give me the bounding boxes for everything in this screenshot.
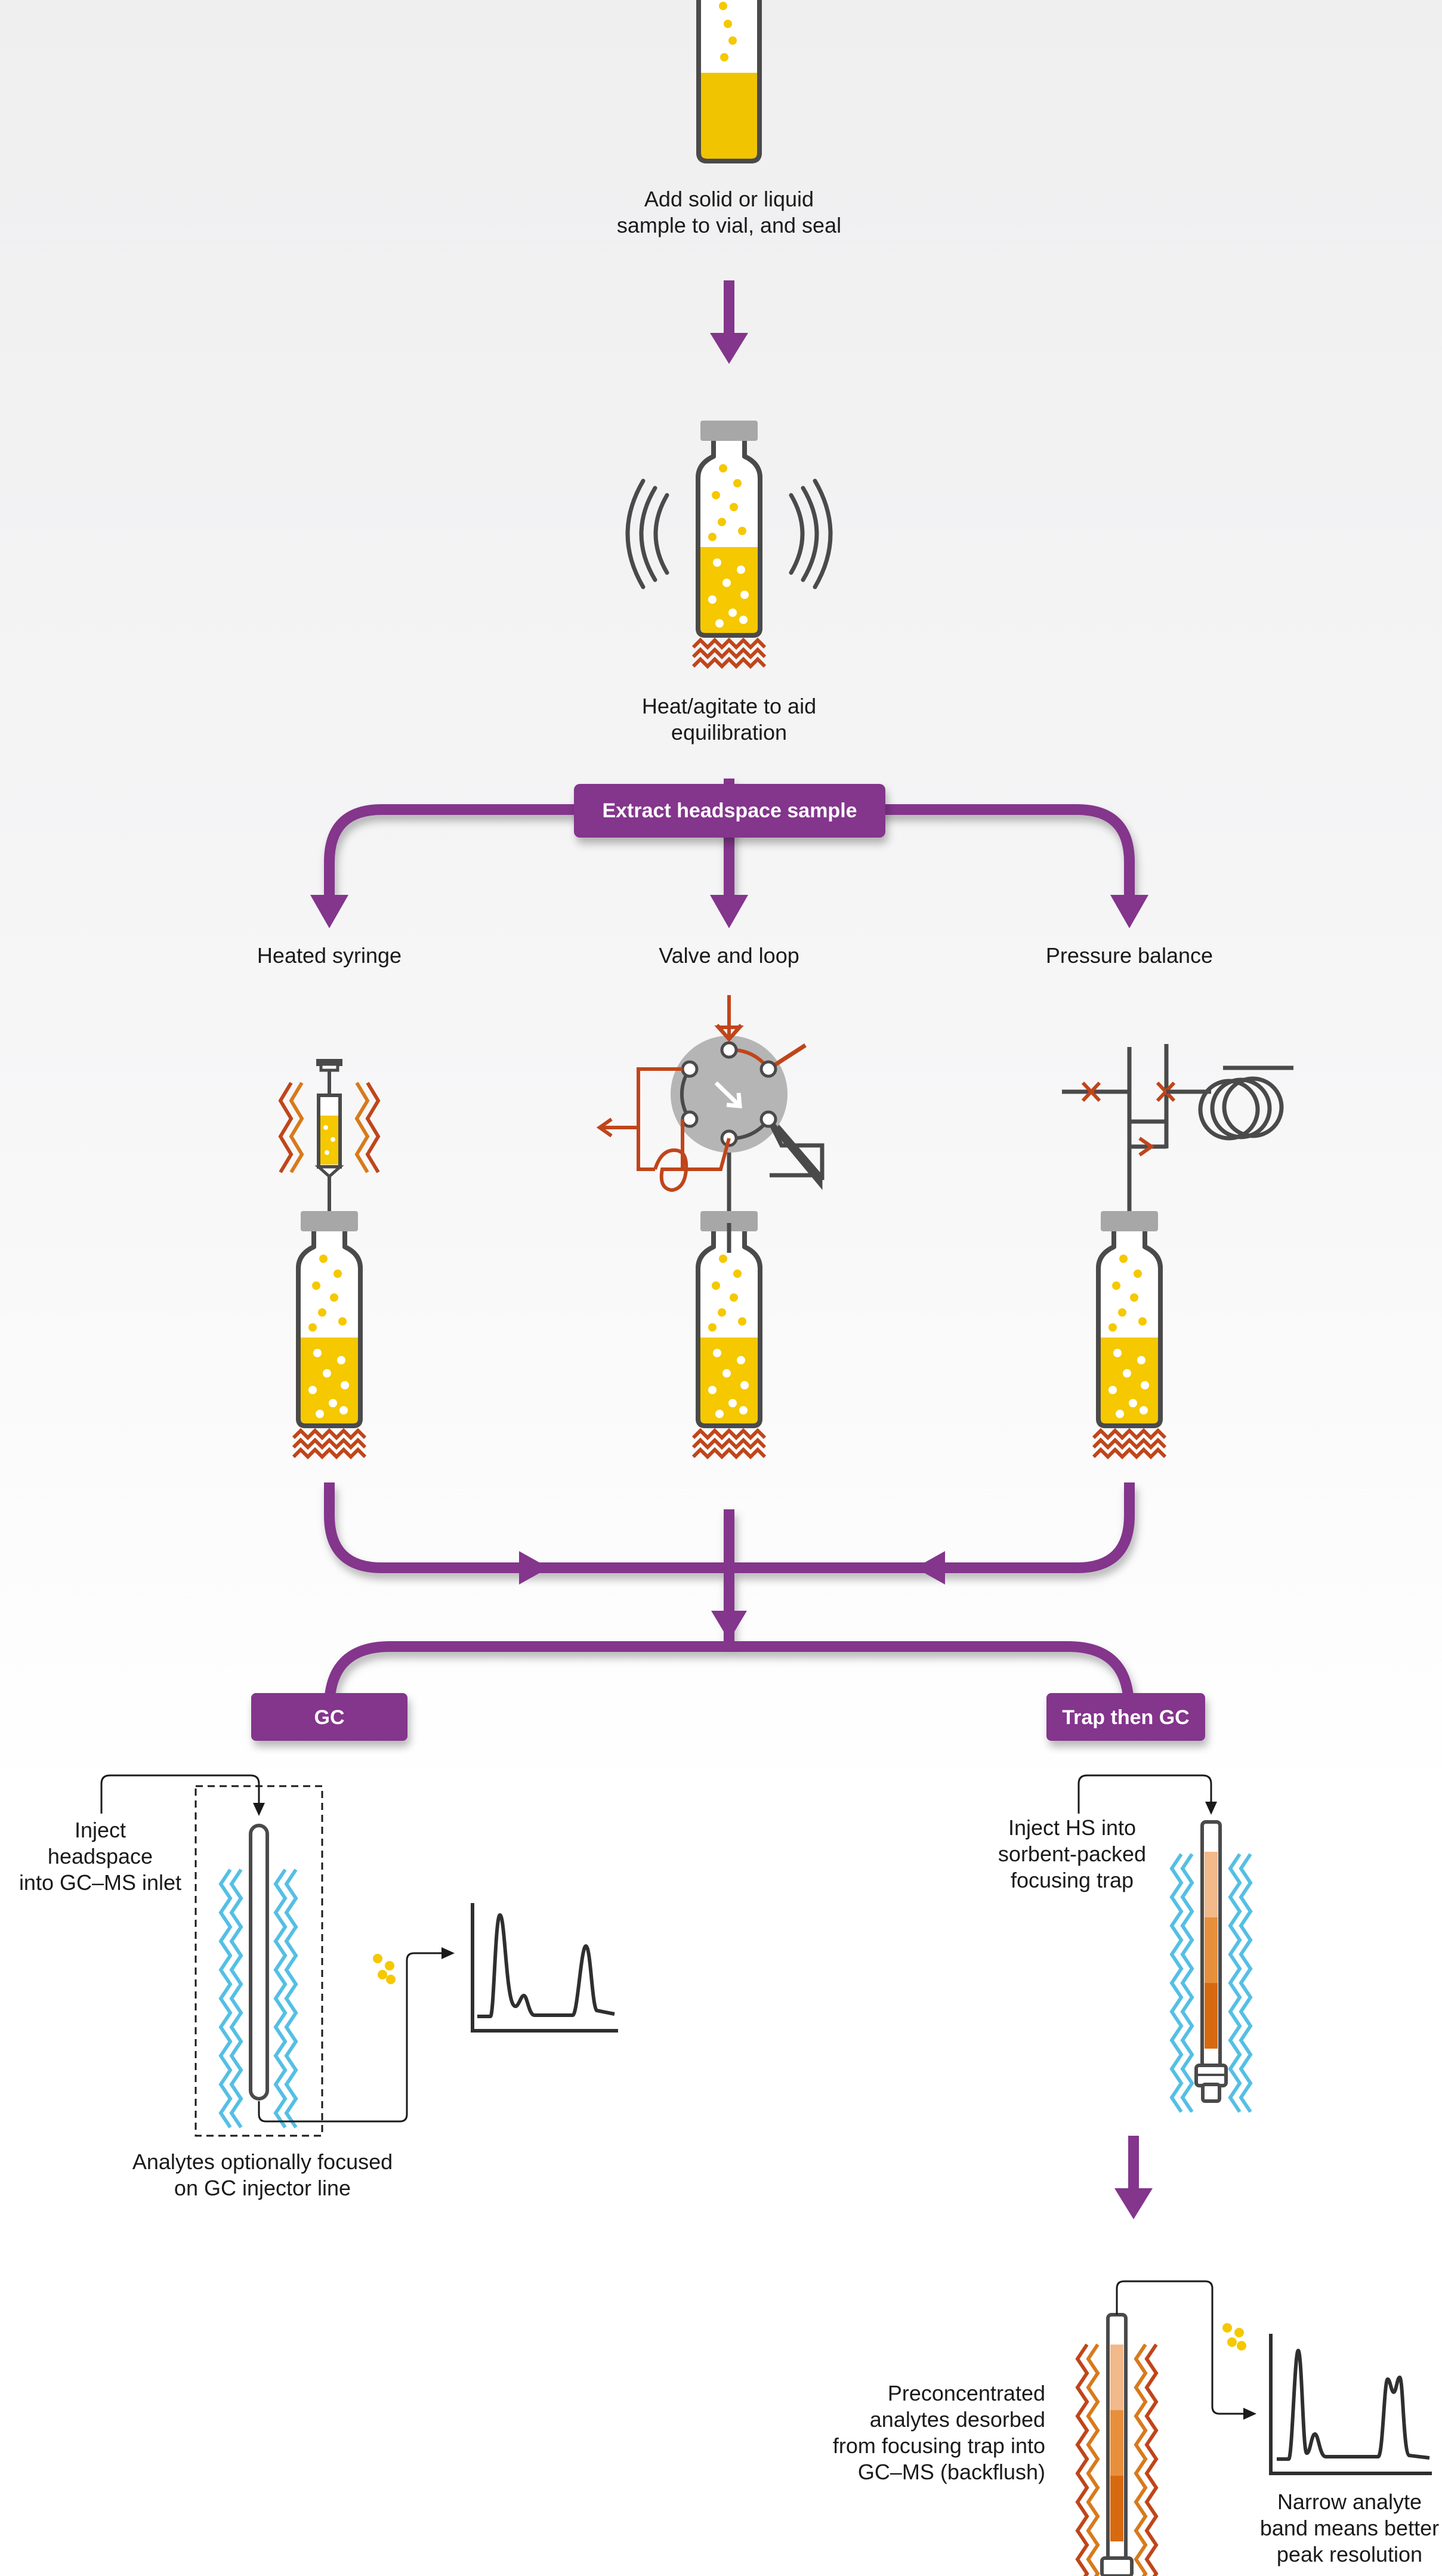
sample-vial-icon [696, 0, 762, 163]
syringe-method-vial-icon [298, 1211, 360, 1426]
gc-analyte-dots-icon [373, 1954, 396, 1984]
gc-column-icon [249, 1824, 269, 2101]
syringe-icon [314, 1059, 344, 1211]
method-label-heated-syringe: Heated syringe [257, 943, 402, 968]
gc-inject-arrowhead [253, 1803, 265, 1816]
method-label-pressure-balance: Pressure balance [1046, 943, 1213, 968]
sample-loop-icon [596, 1067, 731, 1193]
extract-headspace-pill-label: Extract headspace sample [602, 799, 857, 822]
merge-arrowheads [519, 1551, 945, 1641]
gc-focus-label-line1: Analytes optionally focused [132, 2149, 393, 2174]
gc-focus-region-box [194, 1785, 323, 2137]
trap-inject-label-line1: Inject HS into [1008, 1815, 1136, 1840]
gc-inject-label-line3: into GC–MS inlet [19, 1870, 181, 1895]
gc-inject-label-line2: headspace [48, 1844, 153, 1868]
gc-focus-label-line2: on GC injector line [174, 2176, 351, 2200]
valve-heater-zigzag-icon [693, 1431, 765, 1457]
syringe-heating-waves-icon [278, 1082, 381, 1173]
focusing-trap-icon [1194, 1820, 1228, 2103]
heater-zigzag-icon [693, 640, 765, 666]
down-arrow-1 [710, 280, 748, 364]
down-arrow-trap [1114, 2136, 1153, 2219]
desorb-label-line3: from focusing trap into [833, 2433, 1045, 2458]
desorb-label-line2: analytes desorbed [870, 2407, 1045, 2432]
desorb-label-line4: GC–MS (backflush) [858, 2460, 1045, 2484]
add-sample-label-line2: sample to vial, and seal [617, 213, 841, 237]
desorb-trap-icon [1100, 2313, 1134, 2576]
trap-inject-arrowhead [1205, 1802, 1217, 1815]
trap-inject-label-line3: focusing trap [1011, 1868, 1134, 1892]
merge-lines [324, 1482, 1135, 1718]
pressure-valve-markers [1081, 1081, 1176, 1157]
gc-output-connector [258, 1952, 443, 2123]
result-label-line3: peak resolution [1277, 2542, 1422, 2566]
desorb-output-arrowhead [1243, 2408, 1256, 2420]
heat-agitate-label-line1: Heat/agitate to aid [642, 694, 816, 718]
desorb-output-connector [1116, 2280, 1245, 2415]
trap-inject-connector [1077, 1774, 1212, 1814]
six-port-valve-icon [671, 995, 825, 1235]
extract-branch-arrowheads [310, 895, 1148, 928]
desorb-analyte-dots-icon [1222, 2323, 1246, 2350]
gc-route-pill: GC [251, 1693, 407, 1741]
trap-route-pill: Trap then GC [1046, 1693, 1205, 1741]
method-label-valve-loop: Valve and loop [659, 943, 799, 968]
add-sample-label-line1: Add solid or liquid [644, 187, 814, 211]
gc-inject-label-line1: Inject [75, 1818, 126, 1842]
agitation-waves-icon [625, 478, 833, 589]
pressure-heater-zigzag-icon [1094, 1431, 1165, 1457]
agitated-vial-icon [698, 421, 760, 635]
gc-chromatogram-icon [471, 1903, 618, 2033]
gc-output-arrowhead [441, 1947, 455, 1959]
pressure-method-vial-icon [1098, 1211, 1160, 1426]
coil-icon [1166, 1065, 1293, 1141]
gc-route-pill-label: GC [314, 1706, 345, 1729]
trap-route-pill-label: Trap then GC [1062, 1706, 1189, 1729]
syringe-heater-zigzag-icon [294, 1431, 365, 1457]
pressure-valve-icon [1062, 1044, 1169, 1220]
result-label-line1: Narrow analyte [1277, 2489, 1422, 2514]
result-label-line2: band means better [1260, 2516, 1439, 2540]
desorb-label-line1: Preconcentrated [888, 2381, 1045, 2405]
extract-headspace-pill: Extract headspace sample [574, 784, 885, 838]
trap-inject-label-line2: sorbent-packed [998, 1842, 1146, 1866]
gc-inject-connector [100, 1774, 260, 1814]
desorb-chromatogram-icon [1269, 2334, 1432, 2475]
heat-agitate-label-line2: equilibration [671, 720, 787, 745]
